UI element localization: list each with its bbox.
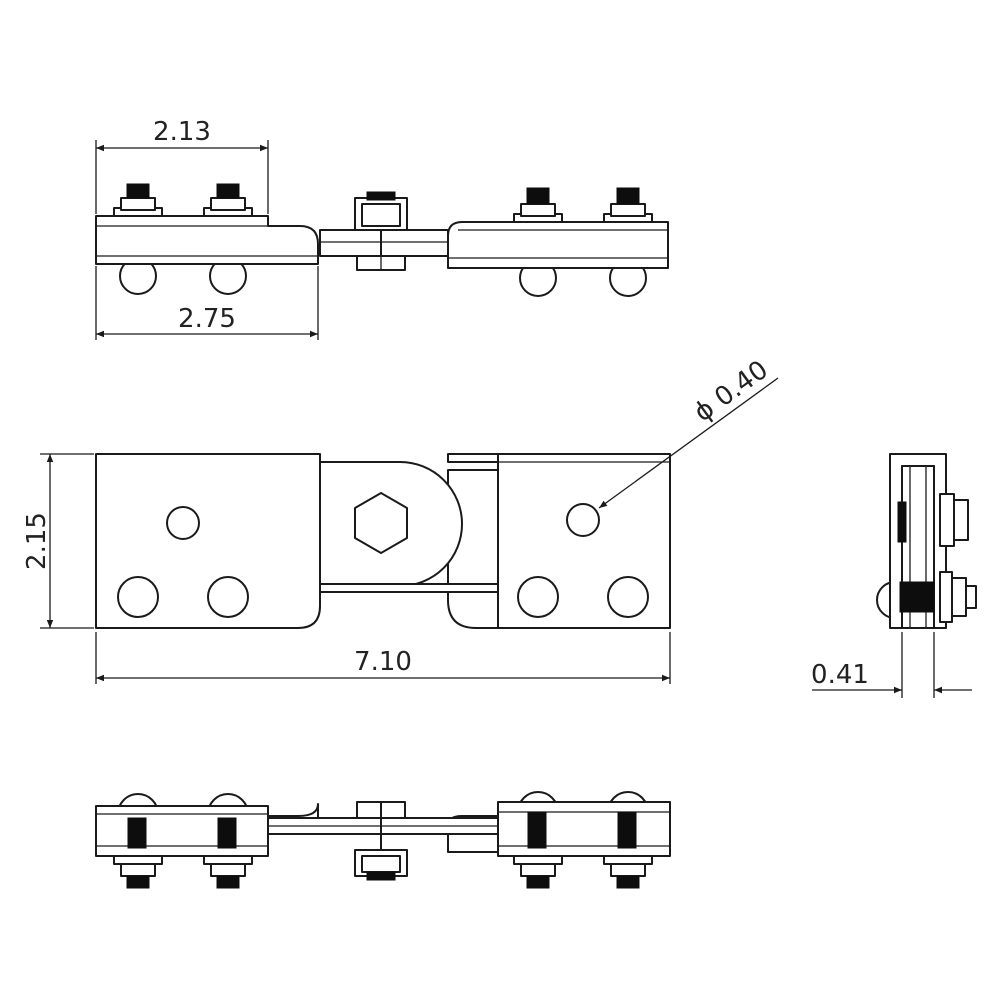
- bottom-bolt-3: [513, 855, 563, 889]
- hole-3: [207, 576, 249, 618]
- top-bolt-4: [603, 187, 653, 223]
- hole-1: [166, 506, 200, 540]
- dim-top-plate-length: 2.75: [178, 304, 236, 334]
- front-view: ϕ 0.40 2.15 7.10: [22, 355, 779, 684]
- hole-4: [566, 503, 600, 537]
- hole-5: [517, 576, 559, 618]
- dim-height: 2.15: [22, 512, 52, 570]
- bottom-bolt-2: [203, 855, 253, 889]
- svg-text:ϕ 0.40: ϕ 0.40: [689, 355, 774, 428]
- dim-top-bolt-spacing: 2.13: [153, 117, 211, 147]
- dim-thickness: 0.41: [811, 660, 869, 690]
- bottom-view: [95, 791, 671, 889]
- dim-overall-length: 7.10: [354, 647, 412, 677]
- side-view: 0.41: [811, 453, 977, 698]
- top-bolt-1: [113, 183, 163, 217]
- top-view: 2.13 2.75: [95, 117, 669, 340]
- top-bolt-3: [513, 187, 563, 223]
- hole-2: [117, 576, 159, 618]
- bottom-bolt-4: [603, 855, 653, 889]
- bottom-bolt-1: [113, 855, 163, 889]
- hole-6: [607, 576, 649, 618]
- top-bolt-2: [203, 183, 253, 217]
